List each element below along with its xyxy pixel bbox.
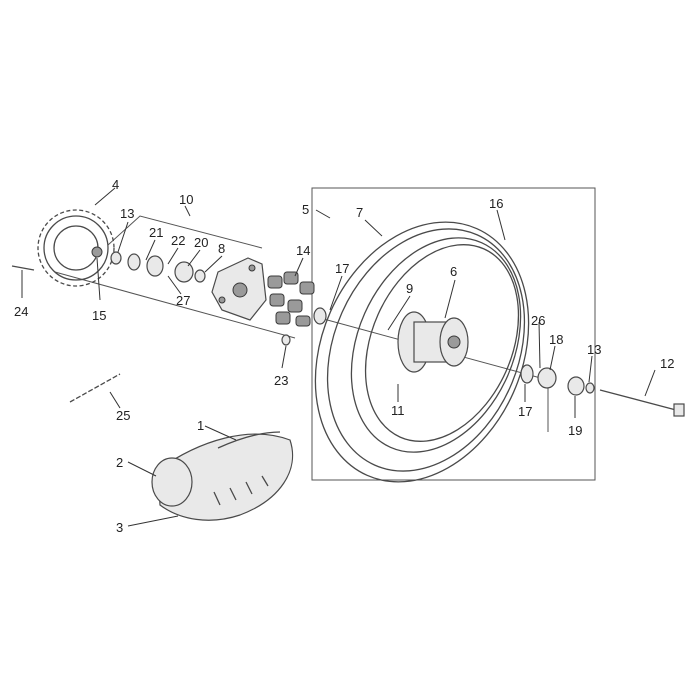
callout-labels: 1 2 3 4 5 6 7 8 9 10 11 12 13 13 14 15 1… bbox=[14, 177, 674, 535]
callout-9: 9 bbox=[406, 281, 413, 296]
cush-drive-rubber-icon bbox=[267, 271, 315, 327]
rim-icon bbox=[314, 221, 530, 483]
bearing-spacer-icons bbox=[110, 251, 595, 396]
callout-18: 18 bbox=[549, 332, 563, 347]
leader-lines bbox=[21, 187, 656, 527]
callout-13-left: 13 bbox=[120, 206, 134, 221]
callout-17-right: 17 bbox=[518, 404, 532, 419]
sprocket-carrier-icon bbox=[211, 257, 267, 321]
callout-2: 2 bbox=[116, 455, 123, 470]
callout-16: 16 bbox=[489, 196, 503, 211]
callout-11: 11 bbox=[391, 403, 405, 418]
callout-1: 1 bbox=[197, 418, 204, 433]
chain-icon bbox=[69, 373, 121, 403]
callout-20: 20 bbox=[194, 235, 208, 250]
tyre-tube-icon bbox=[151, 431, 294, 521]
sprocket-icon bbox=[37, 209, 115, 287]
wheel-assembly-frame bbox=[311, 187, 596, 481]
callout-25: 25 bbox=[116, 408, 130, 423]
callout-15: 15 bbox=[92, 308, 106, 323]
sprocket-axis-line bbox=[54, 271, 296, 339]
callout-27: 27 bbox=[176, 293, 190, 308]
callout-23: 23 bbox=[274, 373, 288, 388]
callout-24: 24 bbox=[14, 304, 28, 319]
callout-8: 8 bbox=[218, 241, 225, 256]
wheel-hub-icon bbox=[397, 311, 469, 373]
callout-10: 10 bbox=[179, 192, 193, 207]
callout-5: 5 bbox=[302, 202, 309, 217]
callout-17-left: 17 bbox=[335, 261, 349, 276]
callout-13-right: 13 bbox=[587, 342, 601, 357]
bolt-icons bbox=[11, 265, 685, 417]
callout-7: 7 bbox=[356, 205, 363, 220]
callout-6: 6 bbox=[450, 264, 457, 279]
callout-4: 4 bbox=[112, 177, 119, 192]
hub-kit-bracket bbox=[107, 215, 263, 249]
callout-26: 26 bbox=[531, 313, 545, 328]
callout-14: 14 bbox=[296, 243, 310, 258]
callout-3: 3 bbox=[116, 520, 123, 535]
callout-21: 21 bbox=[149, 225, 163, 240]
callout-19: 19 bbox=[568, 423, 582, 438]
assembly-frames bbox=[54, 187, 596, 481]
callout-22: 22 bbox=[171, 233, 185, 248]
callout-12: 12 bbox=[660, 356, 674, 371]
